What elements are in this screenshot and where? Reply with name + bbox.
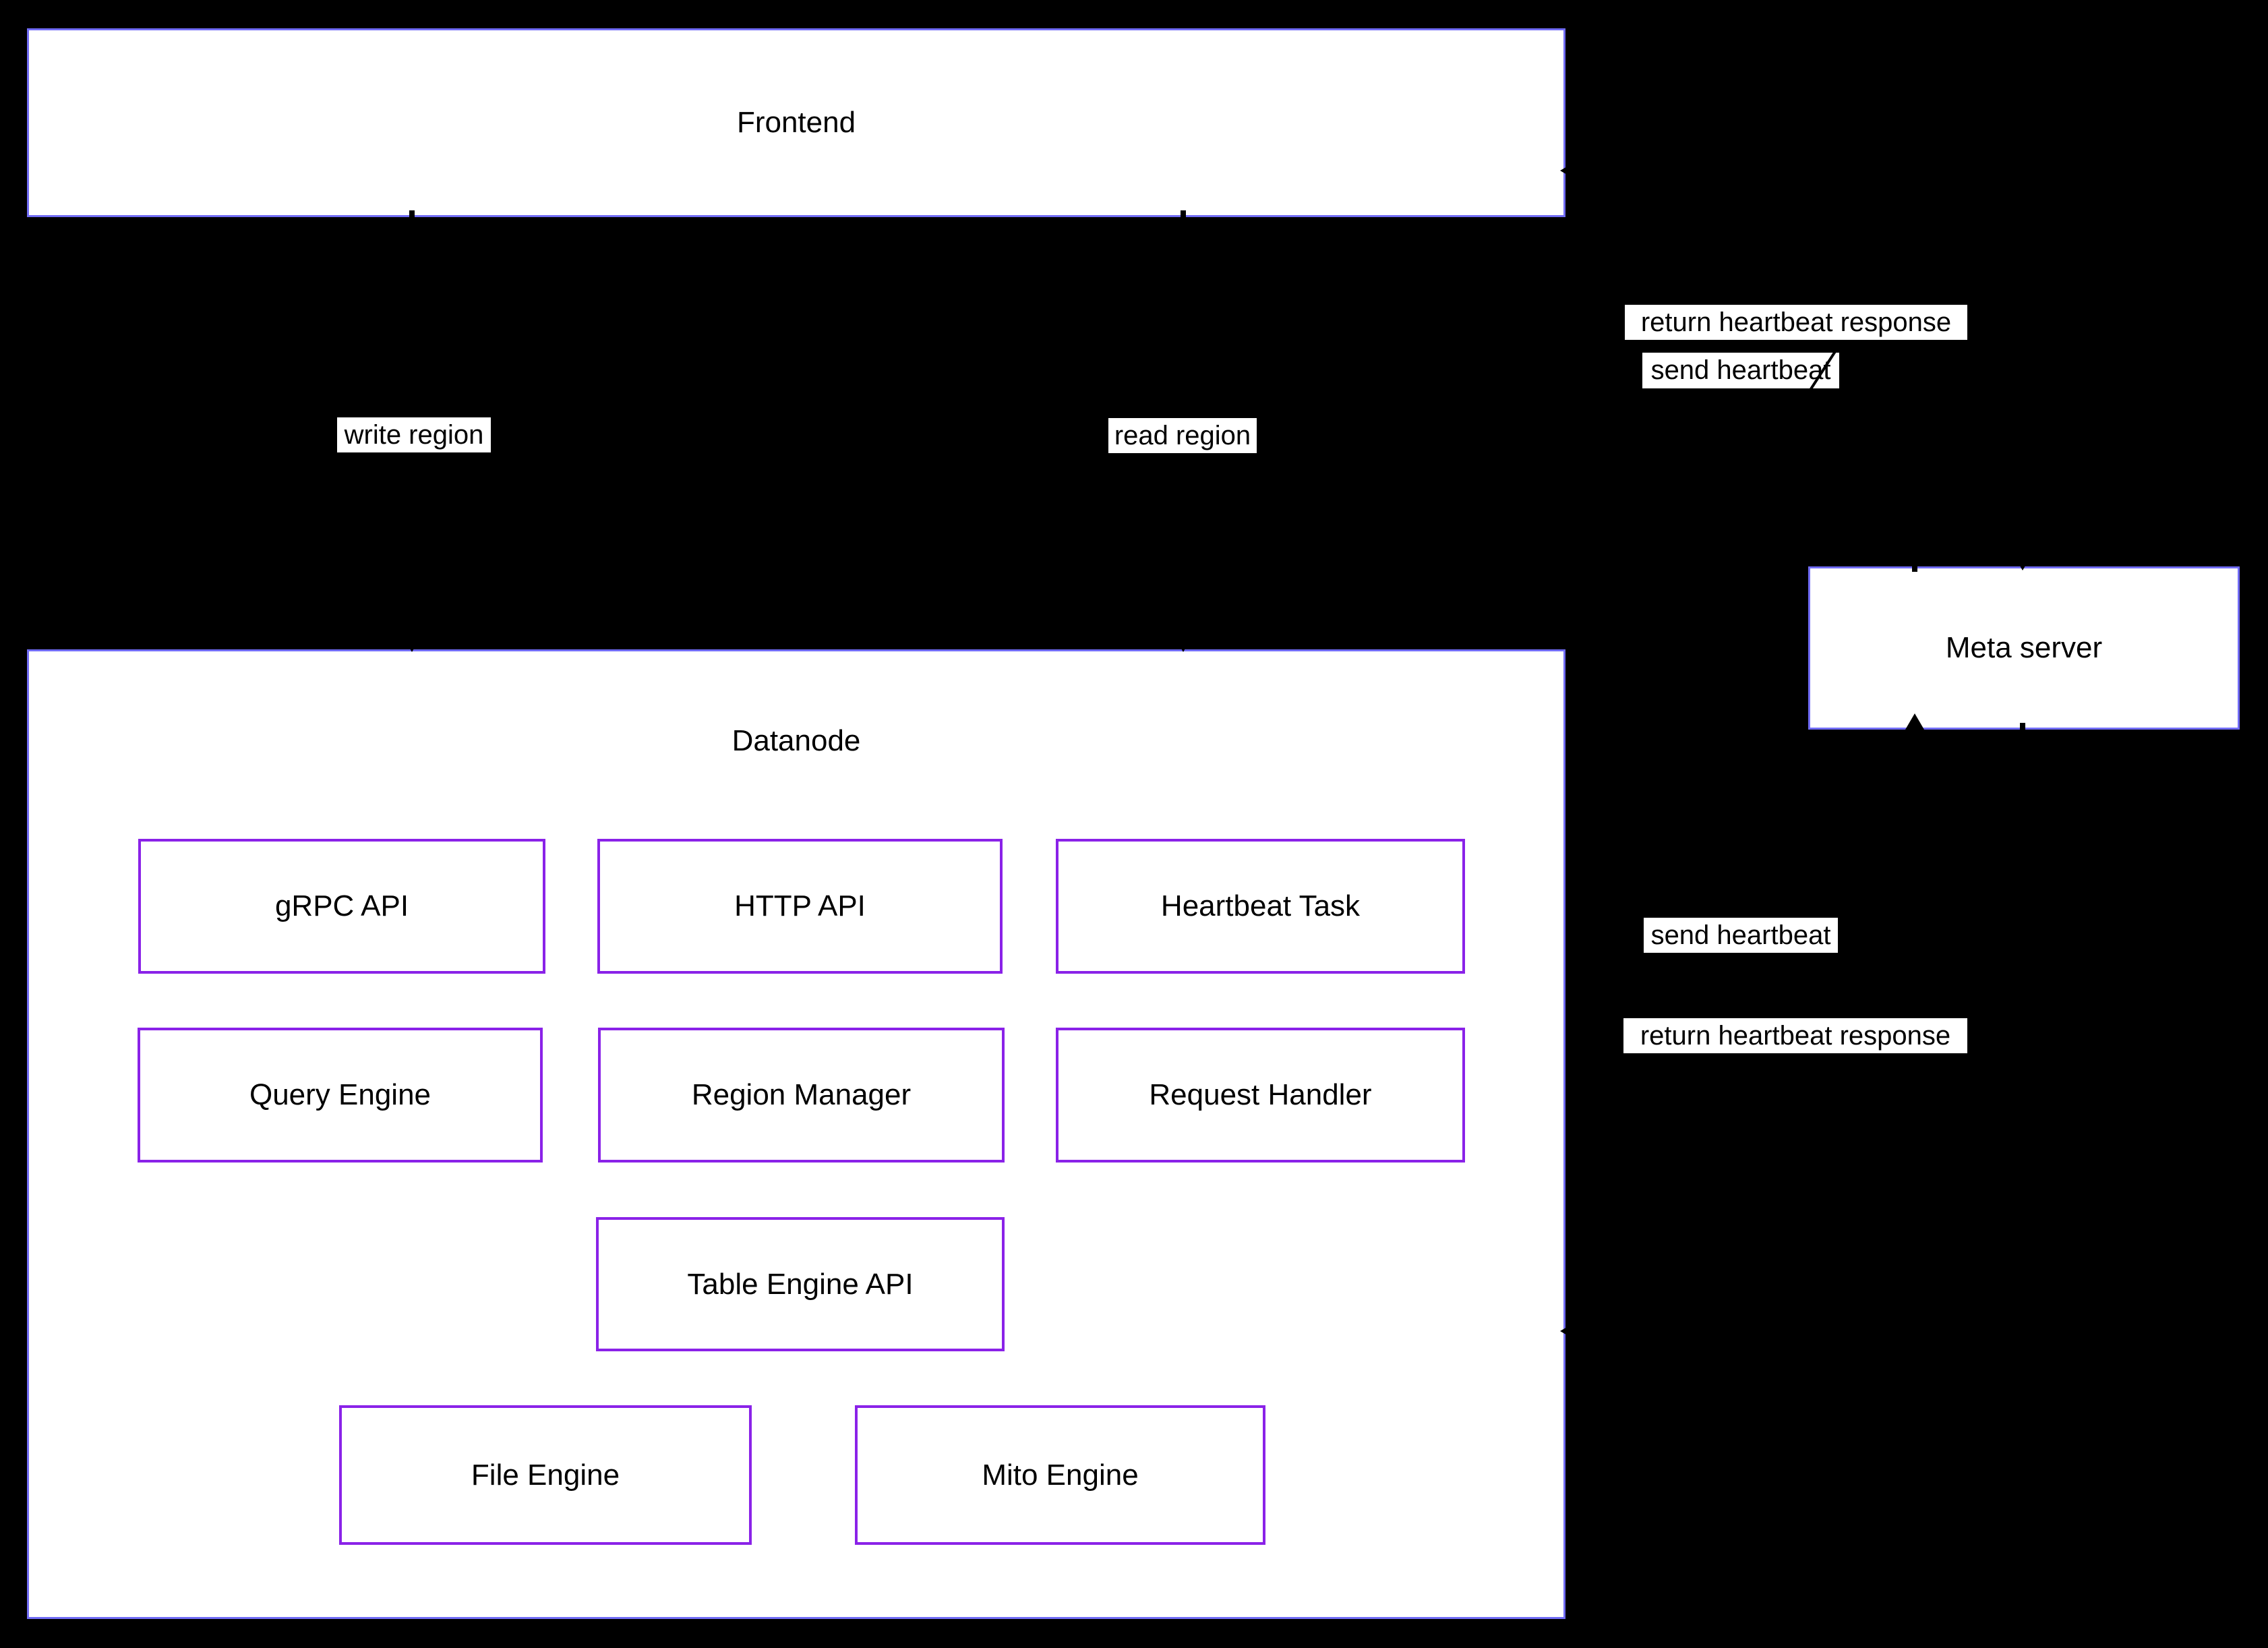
return-heartbeat-datanode-arrowhead-icon	[1560, 1322, 1576, 1341]
mito-engine-label: Mito Engine	[982, 1458, 1139, 1492]
read-region-arrowhead-icon	[1174, 636, 1193, 652]
request-handler-node: Request Handler	[1056, 1028, 1465, 1163]
edge-label-send-heartbeat-right: send heartbeat	[1644, 918, 1838, 953]
grpc-api-node: gRPC API	[138, 839, 545, 974]
request-handler-label: Request Handler	[1149, 1078, 1372, 1111]
grpc-api-label: gRPC API	[274, 889, 409, 922]
file-engine-label: File Engine	[471, 1458, 620, 1492]
http-api-label: HTTP API	[734, 889, 866, 922]
datanode-node: Datanode gRPC API HTTP API Heartbeat Tas…	[27, 649, 1565, 1619]
http-api-node: HTTP API	[597, 839, 1003, 974]
mito-engine-node: Mito Engine	[855, 1405, 1265, 1545]
query-engine-node: Query Engine	[138, 1028, 543, 1163]
edge-label-return-heartbeat-response-right: return heartbeat response	[1623, 1018, 1967, 1053]
file-engine-node: File Engine	[339, 1405, 752, 1545]
write-region-line-stub	[409, 210, 415, 223]
edge-label-send-heartbeat-top: send heartbeat	[1642, 353, 1839, 388]
edge-label-write-region: write region	[337, 417, 491, 452]
meta-top-line-stub	[1912, 561, 1917, 572]
datanode-label: Datanode	[732, 724, 861, 757]
read-region-line-stub	[1181, 210, 1186, 223]
frontend-label: Frontend	[736, 106, 856, 139]
return-heartbeat-frontend-arrowhead-icon	[1560, 161, 1576, 180]
meta-server-node: Meta server	[1808, 566, 2240, 730]
heartbeat-task-node: Heartbeat Task	[1056, 839, 1465, 974]
query-engine-label: Query Engine	[249, 1078, 431, 1111]
heartbeat-task-label: Heartbeat Task	[1160, 889, 1361, 922]
table-engine-api-label: Table Engine API	[687, 1267, 914, 1301]
frontend-node: Frontend	[27, 28, 1565, 217]
send-heartbeat-meta-top-arrowhead-icon	[2013, 554, 2032, 570]
region-manager-label: Region Manager	[691, 1078, 912, 1111]
meta-bottom-line-stub	[2020, 723, 2025, 734]
write-region-arrowhead-icon	[402, 636, 421, 652]
edge-label-return-heartbeat-response-top: return heartbeat response	[1625, 305, 1967, 340]
region-manager-node: Region Manager	[598, 1028, 1005, 1163]
table-engine-api-node: Table Engine API	[596, 1217, 1005, 1351]
edge-label-read-region: read region	[1108, 418, 1257, 453]
meta-server-label: Meta server	[1945, 631, 2103, 664]
send-heartbeat-meta-bottom-arrowhead-icon	[1905, 713, 1924, 730]
